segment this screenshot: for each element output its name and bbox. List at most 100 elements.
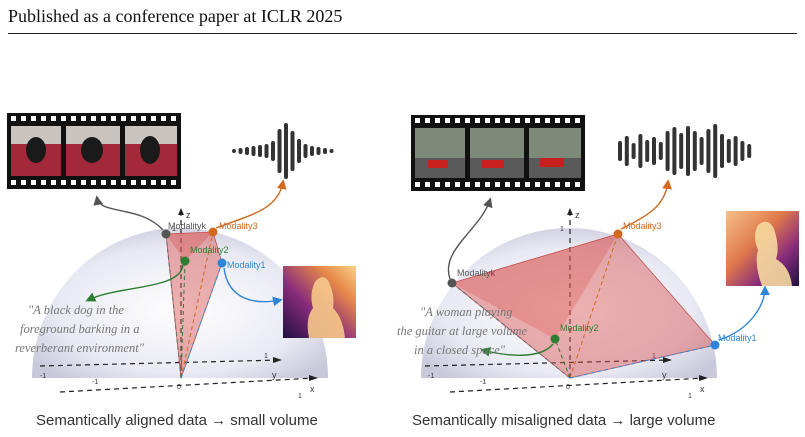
right-label-modality-2: Modality2	[560, 323, 599, 333]
left-point-modality-3	[208, 227, 218, 237]
filmstrip-sprocket-hole	[11, 116, 16, 121]
filmstrip-sprocket-hole	[415, 182, 420, 187]
filmstrip-sprocket-hole	[435, 118, 440, 123]
left-z-tick: 1	[172, 226, 176, 233]
left-panel: z 1 y 1 -1 x 1 -1 0 Modalityk Modality3 …	[7, 113, 356, 400]
waveform-bar	[618, 141, 622, 161]
waveform-bar	[303, 144, 308, 158]
right-x-neg-tick: -1	[480, 379, 486, 386]
right-text-quote: "A woman playing the guitar at large vol…	[397, 305, 530, 357]
left-label-modality-1: Modality1	[227, 260, 266, 270]
waveform-bar	[251, 146, 256, 156]
left-volume-top	[166, 232, 213, 261]
filmstrip-sprocket-hole	[81, 180, 86, 185]
filmstrip-sprocket-hole	[495, 182, 500, 187]
filmstrip-sprocket-hole	[131, 180, 136, 185]
filmstrip-sprocket-hole	[21, 180, 26, 185]
filmstrip-sprocket-hole	[465, 182, 470, 187]
filmstrip-sprocket-hole	[141, 180, 146, 185]
left-text-quote: "A black dog in the foreground barking i…	[15, 303, 145, 355]
filmstrip-sprocket-hole	[101, 116, 106, 121]
waveform-bar	[631, 143, 636, 159]
filmstrip-sprocket-hole	[11, 180, 16, 185]
filmstrip-sprocket-hole	[425, 182, 430, 187]
waveform-bar	[238, 148, 243, 154]
right-label-modality-1: Modality1	[718, 333, 757, 343]
waveform-bar	[316, 147, 321, 155]
right-y-axis	[424, 359, 671, 367]
filmstrip-sprocket-hole	[455, 118, 460, 123]
filmstrip-sprocket-hole	[171, 180, 176, 185]
right-audio-waveform	[618, 124, 752, 178]
filmstrip-sprocket-hole	[161, 180, 166, 185]
filmstrip-sprocket-hole	[525, 182, 530, 187]
filmstrip-sprocket-hole	[435, 182, 440, 187]
filmstrip-sprocket-hole	[425, 118, 430, 123]
left-z-label: z	[186, 210, 191, 220]
right-point-modality-2	[550, 334, 560, 344]
waveform-bar	[310, 146, 314, 156]
right-panel: z 1 y 1 -1 x 1 -1 0 Modalityk Modality3 …	[397, 115, 799, 400]
left-x-tick: 1	[298, 393, 302, 400]
left-label-modality-2: Modality2	[190, 245, 229, 255]
filmstrip-sprocket-hole	[51, 116, 56, 121]
left-point-modality-2	[180, 256, 190, 266]
filmstrip-sprocket-hole	[505, 182, 510, 187]
waveform-bar	[264, 144, 269, 158]
filmstrip-sprocket-hole	[555, 182, 560, 187]
filmstrip-sprocket-hole	[151, 116, 156, 121]
right-z-label: z	[575, 210, 580, 220]
right-video-filmstrip	[411, 115, 585, 191]
right-x-label: x	[700, 384, 705, 394]
filmstrip-sprocket-hole	[495, 118, 500, 123]
filmstrip-sprocket-hole	[111, 116, 116, 121]
filmstrip-sprocket-hole	[111, 180, 116, 185]
filmstrip-sprocket-hole	[445, 182, 450, 187]
filmstrip-sprocket-hole	[565, 182, 570, 187]
filmstrip-sprocket-hole	[41, 180, 46, 185]
filmstrip-sprocket-hole	[121, 180, 126, 185]
left-y-label: y	[272, 370, 277, 380]
left-point-modality-k	[161, 229, 171, 239]
filmstrip-sprocket-hole	[475, 182, 480, 187]
left-caption: Semantically aligned data → small volume	[36, 412, 318, 429]
filmstrip-sprocket-hole	[575, 182, 580, 187]
filmstrip-sprocket-hole	[21, 116, 26, 121]
left-point-modality-1	[217, 258, 227, 268]
filmstrip-sprocket-hole	[81, 116, 86, 121]
right-arrow-depth	[718, 285, 770, 341]
left-video-filmstrip	[7, 113, 181, 189]
waveform-bar	[271, 141, 275, 161]
right-y-tick: 1	[652, 353, 656, 360]
left-arrow-audio	[215, 179, 287, 229]
waveform-bar	[733, 136, 738, 166]
filmstrip-sprocket-hole	[555, 118, 560, 123]
filmstrip-sprocket-hole	[91, 116, 96, 121]
right-depth-map	[726, 211, 799, 286]
filmstrip-sprocket-hole	[101, 180, 106, 185]
left-x-label: x	[310, 384, 315, 394]
right-x-axis	[449, 377, 706, 393]
left-arrow-depth	[223, 267, 283, 307]
header-rule	[8, 33, 797, 34]
waveform-bar	[290, 131, 295, 171]
right-caption: Semantically misaligned data → large vol…	[412, 412, 716, 429]
filmstrip-sprocket-hole	[485, 182, 490, 187]
right-label-modality-k: Modalityk	[457, 268, 496, 278]
filmstrip-sprocket-hole	[61, 116, 66, 121]
filmstrip-sprocket-hole	[61, 180, 66, 185]
waveform-bar	[297, 139, 301, 163]
waveform-bar	[672, 127, 677, 175]
filmstrip-sprocket-hole	[31, 116, 36, 121]
waveform-bar	[232, 149, 236, 153]
filmstrip-sprocket-hole	[525, 118, 530, 123]
left-origin-label: 0	[177, 384, 181, 391]
waveform-bar	[699, 137, 704, 165]
waveform-bar	[258, 145, 262, 157]
left-sphere	[32, 228, 328, 378]
filmstrip-sprocket-hole	[71, 180, 76, 185]
waveform-bar	[720, 134, 724, 168]
filmstrip-sprocket-hole	[91, 180, 96, 185]
filmstrip-sprocket-hole	[565, 118, 570, 123]
